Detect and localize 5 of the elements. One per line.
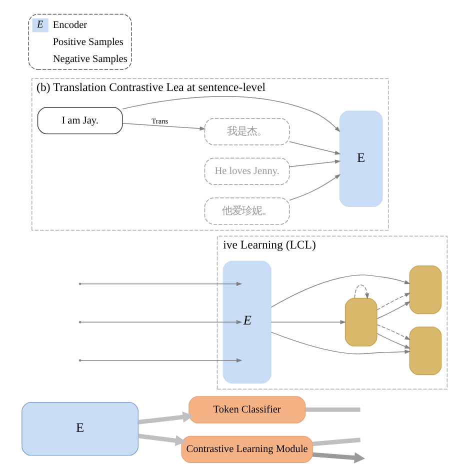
legend-label: Negative Samples <box>52 54 127 65</box>
legend-label: Encoder <box>52 20 87 32</box>
legend-label: Positive Samples <box>52 36 123 48</box>
label: E <box>36 19 43 30</box>
edge-label: Trans <box>151 116 168 126</box>
